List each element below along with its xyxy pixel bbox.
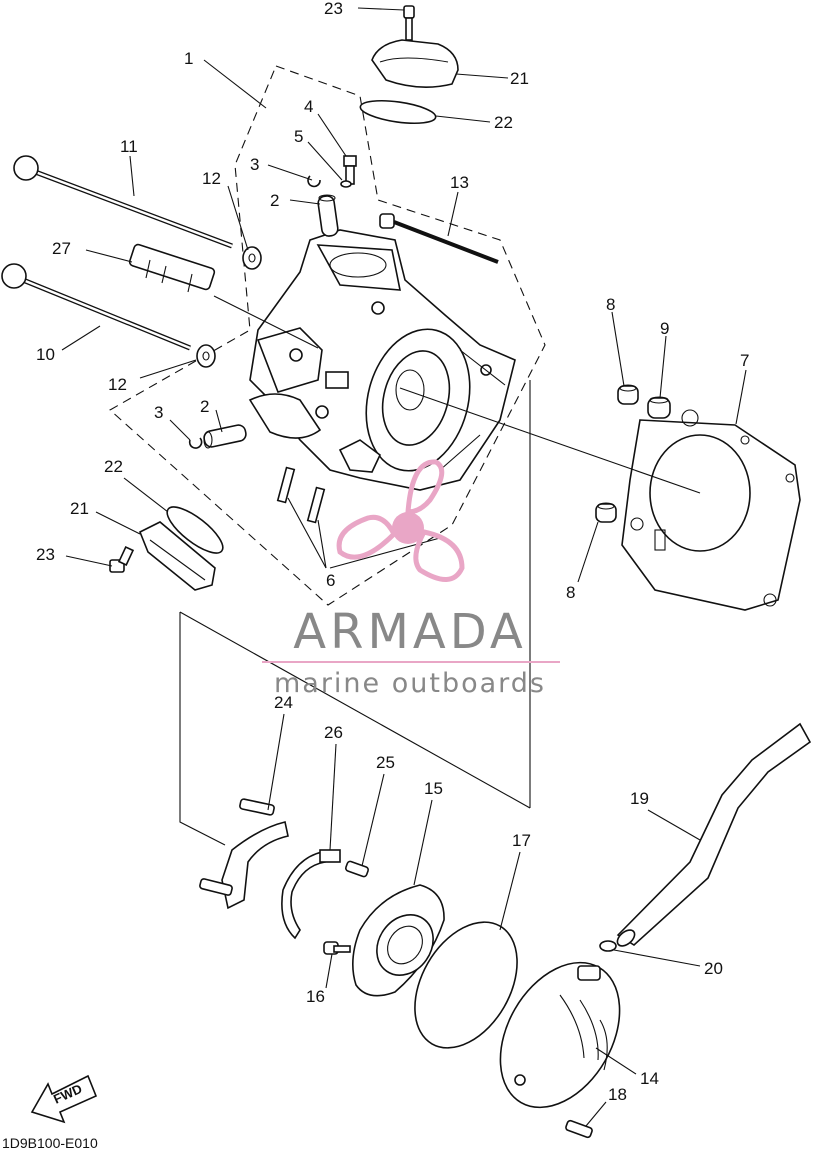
bracket-24[interactable] [199, 798, 289, 910]
callout-27: 27 [52, 239, 71, 258]
fwd-arrow-icon: FWD [30, 1074, 98, 1124]
gasket-22-top[interactable] [359, 97, 437, 127]
clamp-20[interactable] [599, 940, 617, 952]
callout-1: 1 [184, 49, 193, 68]
callouts: 23 21 22 1 4 5 3 2 12 11 13 27 10 12 3 2… [36, 0, 749, 1104]
bolt-16[interactable] [323, 941, 351, 955]
cover-21-bottom[interactable] [138, 521, 216, 591]
callout-3-top: 3 [250, 155, 259, 174]
callout-21-top: 21 [510, 69, 529, 88]
washer-12-top[interactable] [242, 246, 262, 270]
cover-14[interactable] [476, 941, 644, 1128]
spark-plug-27[interactable] [128, 243, 216, 293]
head-gasket-7[interactable] [621, 409, 801, 611]
callout-9: 9 [660, 319, 669, 338]
callout-10: 10 [36, 345, 55, 364]
callout-5: 5 [294, 127, 303, 146]
bolt-10[interactable] [1, 263, 191, 351]
valve-guide-2-top[interactable] [317, 195, 339, 237]
callout-23-top: 23 [324, 0, 343, 18]
clip-3-bottom[interactable] [188, 437, 203, 449]
callout-12-top: 12 [202, 169, 221, 188]
callout-26: 26 [324, 723, 343, 742]
callout-25: 25 [376, 753, 395, 772]
bolt-11[interactable] [13, 155, 233, 249]
leader-lines [61, 7, 747, 1127]
callout-22-bottom: 22 [104, 457, 123, 476]
callout-17: 17 [512, 831, 531, 850]
gasket-22-bottom[interactable] [161, 500, 229, 561]
callout-12-bottom: 12 [108, 375, 127, 394]
washer-12-bottom[interactable] [196, 344, 216, 368]
cover-21-top[interactable] [371, 39, 459, 88]
cover-plate-15[interactable] [352, 884, 445, 997]
callout-18: 18 [608, 1085, 627, 1104]
enclosure-lines [179, 612, 226, 846]
hose-19[interactable] [614, 722, 812, 949]
bolt-18[interactable] [565, 1119, 593, 1139]
bolt-13[interactable] [379, 213, 499, 264]
assembly-outline-1 [109, 65, 546, 606]
bolt-23-top[interactable] [403, 5, 415, 41]
bolt-23-bottom[interactable] [109, 545, 135, 573]
callout-20: 20 [704, 959, 723, 978]
callout-23-bottom: 23 [36, 545, 55, 564]
dowel-8-bottom[interactable] [595, 502, 617, 523]
callout-7: 7 [740, 351, 749, 370]
callout-14: 14 [640, 1069, 659, 1088]
callout-6: 6 [326, 571, 335, 590]
armada-logo [336, 459, 465, 582]
callout-22-top: 22 [494, 113, 513, 132]
callout-24: 24 [274, 693, 293, 712]
stud-6b[interactable] [306, 486, 326, 524]
callout-2-top: 2 [270, 191, 279, 210]
callout-21-bottom: 21 [70, 499, 89, 518]
sleeve-9[interactable] [647, 396, 671, 419]
callout-8-bottom: 8 [566, 583, 575, 602]
diagram-code: 1D9B100-E010 [2, 1135, 98, 1151]
watermark-brand: ARMADA [293, 604, 526, 660]
callout-13: 13 [450, 173, 469, 192]
callout-15: 15 [424, 779, 443, 798]
valve-guide-2-bottom[interactable] [203, 424, 247, 448]
watermark-tagline: marine outboards [274, 668, 546, 699]
callout-11: 11 [120, 137, 138, 156]
clip-3-top[interactable] [307, 175, 321, 188]
bolt-4[interactable] [343, 155, 357, 185]
callout-4: 4 [304, 97, 313, 116]
bolt-25[interactable] [344, 860, 370, 878]
callout-3-bottom: 3 [154, 403, 163, 422]
callout-2-bottom: 2 [200, 397, 209, 416]
stud-6a[interactable] [276, 466, 296, 504]
washer-5[interactable] [340, 180, 352, 188]
dowel-8-top[interactable] [617, 384, 639, 405]
cylinder-head[interactable] [248, 229, 516, 491]
callout-16: 16 [306, 987, 325, 1006]
guide-26[interactable] [281, 849, 341, 940]
o-ring-17[interactable] [394, 904, 538, 1066]
callout-19: 19 [630, 789, 649, 808]
callout-8-top: 8 [606, 295, 615, 314]
